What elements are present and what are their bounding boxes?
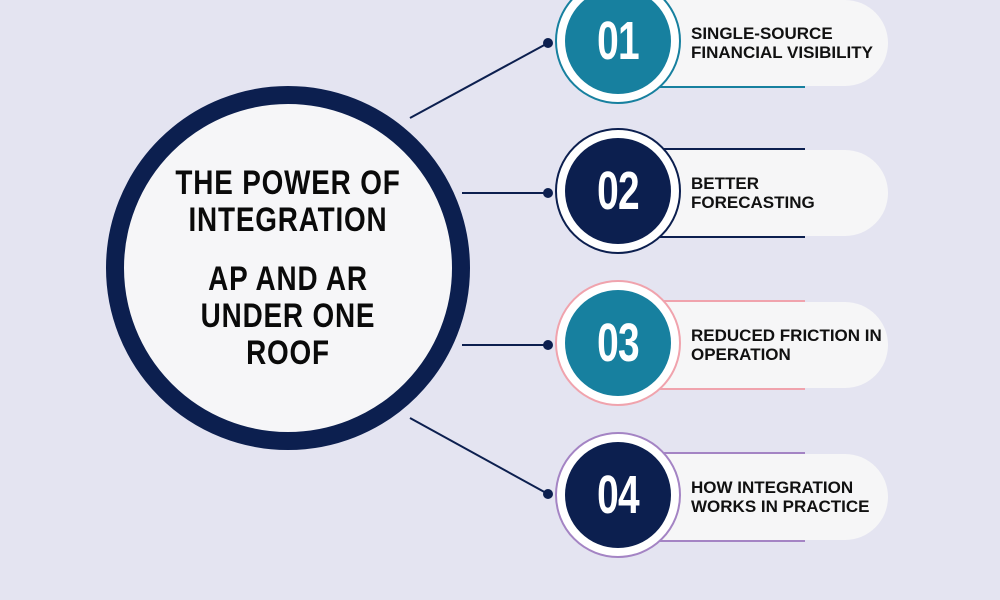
connector-04 <box>409 417 549 495</box>
number-disc: 02 <box>565 138 671 244</box>
connector-01 <box>409 42 549 119</box>
pill-accent-bottom <box>625 539 805 542</box>
connector-dot-03 <box>543 340 553 350</box>
item-number: 01 <box>597 11 640 71</box>
hub-title: THE POWER OF INTEGRATION <box>175 163 401 239</box>
number-ring: 04 <box>555 432 681 558</box>
central-hub-circle: THE POWER OF INTEGRATION AP AND AR UNDER… <box>106 86 470 450</box>
number-ring: 03 <box>555 280 681 406</box>
list-item-03: 03 REDUCED FRICTION IN OPERATION <box>555 280 890 410</box>
pill-accent-bottom <box>625 85 805 88</box>
pill-accent-top <box>625 300 805 303</box>
pill-accent-bottom <box>625 235 805 238</box>
connector-dot-04 <box>543 489 553 499</box>
item-number: 02 <box>597 161 640 221</box>
pill-accent-bottom <box>625 387 805 390</box>
item-number: 04 <box>597 465 640 525</box>
list-item-02: 02 BETTER FORECASTING <box>555 128 890 258</box>
number-ring: 01 <box>555 0 681 104</box>
list-item-01: 01 SINGLE-SOURCE FINANCIAL VISIBILITY <box>555 0 890 108</box>
connector-dot-02 <box>543 188 553 198</box>
list-item-04: 04 HOW INTEGRATION WORKS IN PRACTICE <box>555 432 890 562</box>
item-number: 03 <box>597 313 640 373</box>
hub-subtitle: AP AND AR UNDER ONE ROOF <box>200 259 376 372</box>
number-ring: 02 <box>555 128 681 254</box>
item-label: HOW INTEGRATION WORKS IN PRACTICE <box>691 478 870 516</box>
item-label: REDUCED FRICTION IN OPERATION <box>691 326 882 364</box>
pill-accent-top <box>625 148 805 151</box>
item-label: BETTER FORECASTING <box>691 174 815 212</box>
pill-accent-top <box>625 452 805 455</box>
connector-dot-01 <box>543 38 553 48</box>
number-disc: 01 <box>565 0 671 94</box>
item-label: SINGLE-SOURCE FINANCIAL VISIBILITY <box>691 24 873 62</box>
number-disc: 03 <box>565 290 671 396</box>
number-disc: 04 <box>565 442 671 548</box>
